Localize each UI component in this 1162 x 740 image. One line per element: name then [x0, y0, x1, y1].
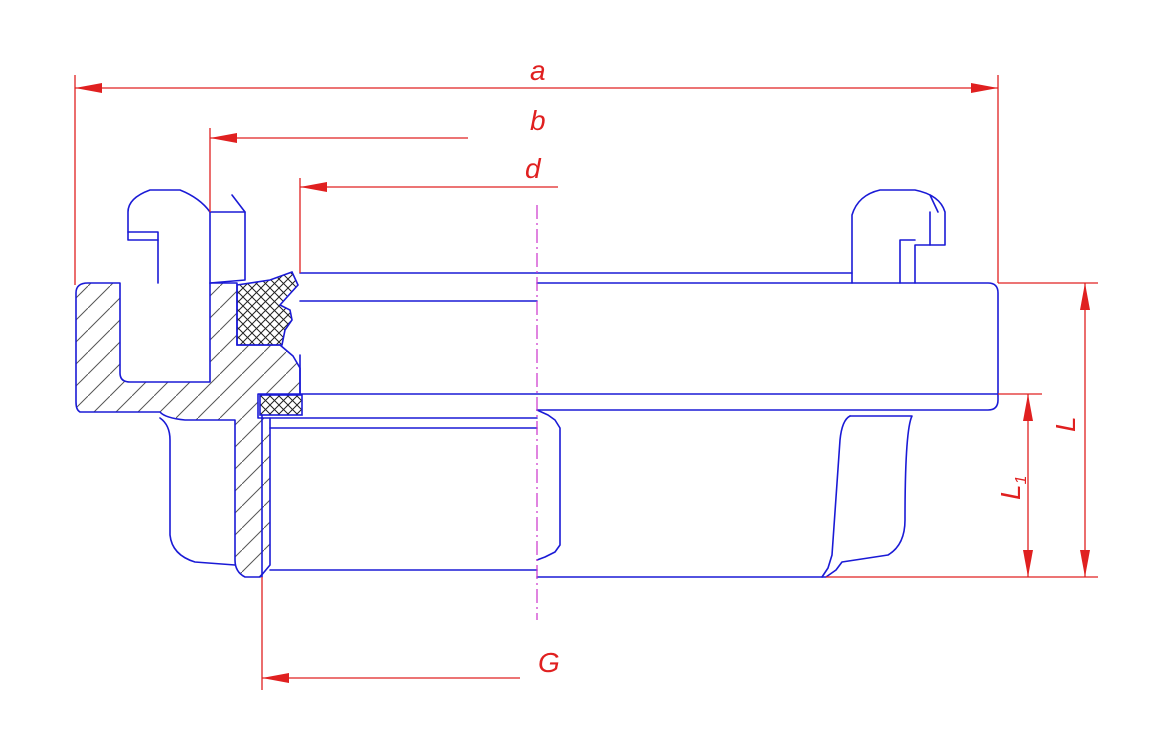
coupling-left-section — [75, 189, 538, 578]
dimension-label-b: b — [530, 105, 546, 136]
dimension-b: b — [209, 105, 546, 212]
coupling-right-half — [299, 189, 999, 578]
dimension-label-L1: L1 — [995, 476, 1030, 500]
dimension-label-L: L — [1050, 416, 1081, 432]
dimension-label-d: d — [525, 153, 542, 184]
dimension-L1: L1 — [995, 393, 1042, 577]
dimension-d: d — [299, 153, 558, 273]
dimension-label-G: G — [538, 647, 560, 678]
dimension-L: L — [826, 282, 1098, 578]
dimension-label-L1-sub: 1 — [1013, 476, 1030, 485]
dimension-label-L1-main: L — [995, 484, 1026, 500]
dimension-G: G — [261, 577, 560, 690]
dimension-label-a: a — [530, 55, 546, 86]
dimension-a: a — [74, 55, 999, 285]
